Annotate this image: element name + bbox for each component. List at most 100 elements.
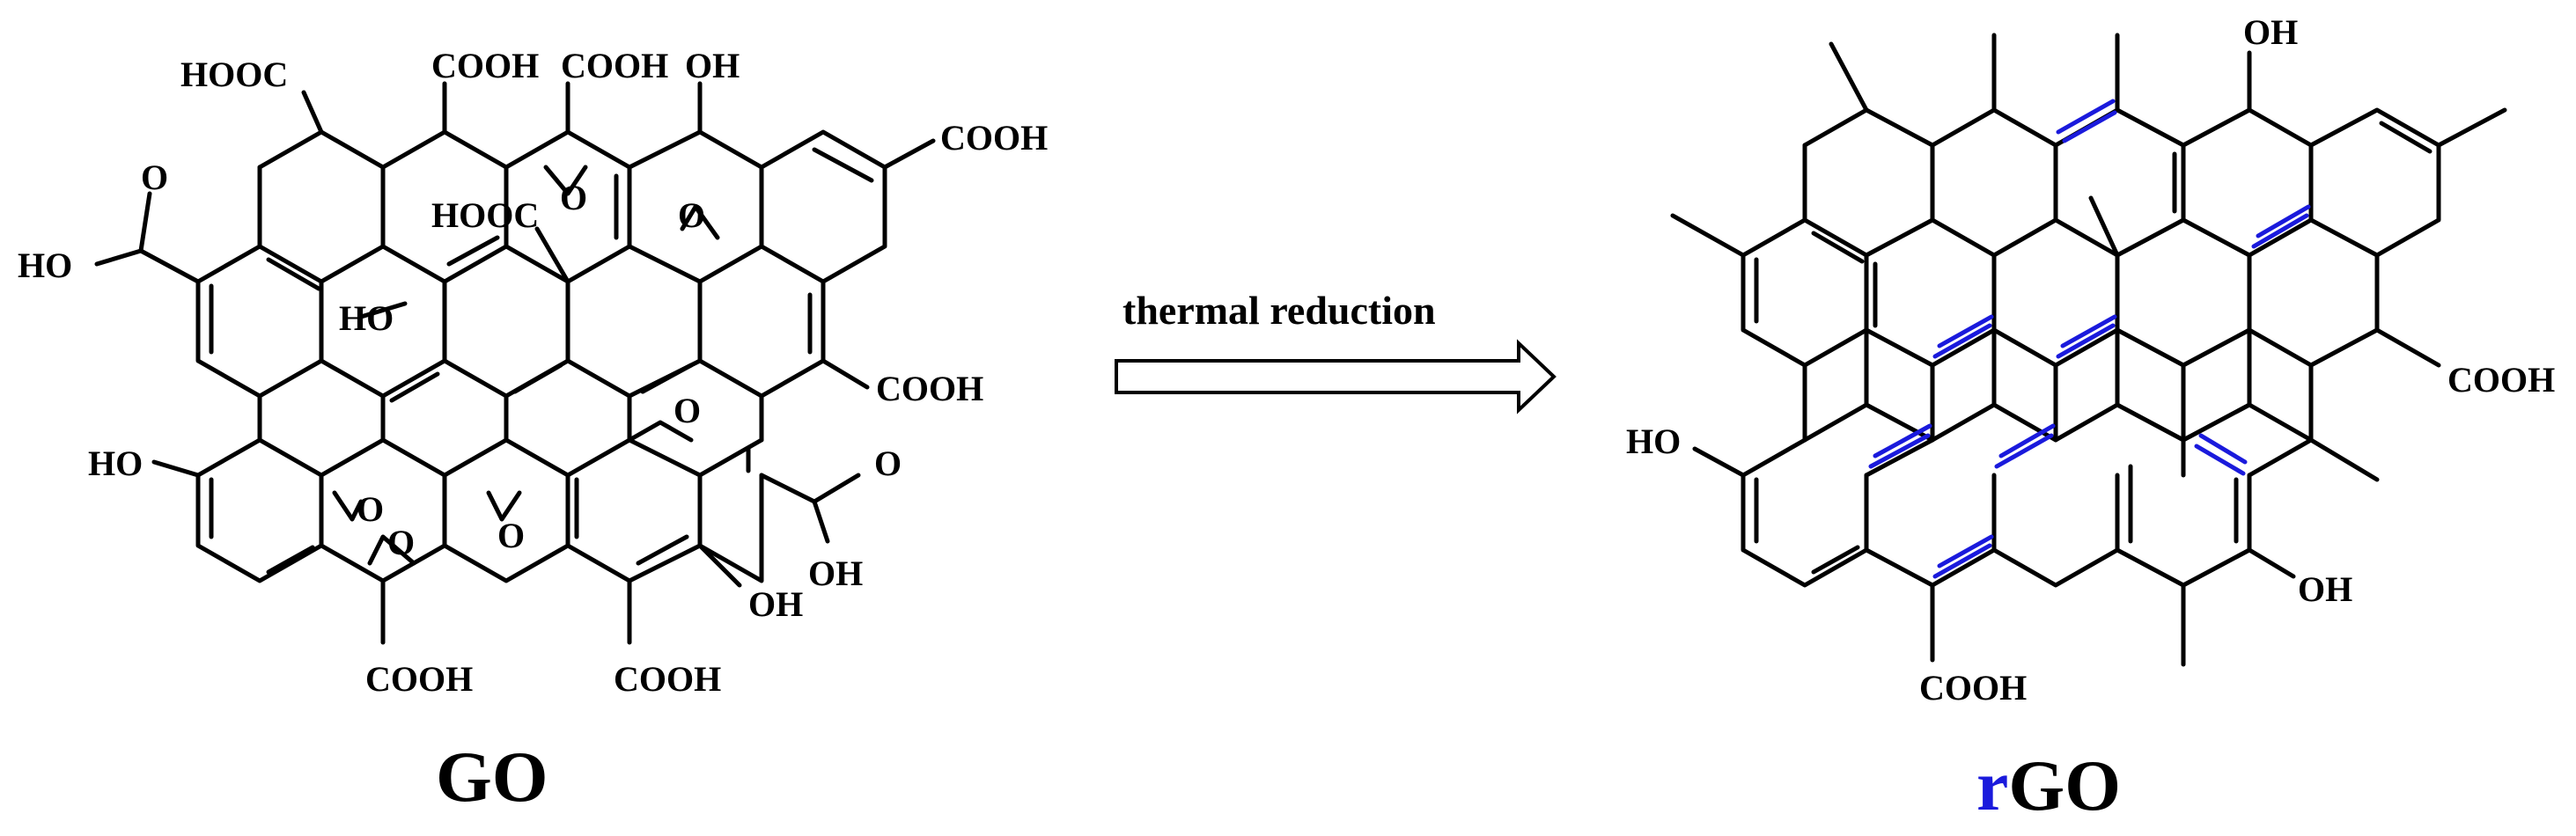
rgo-ring-bonds (1741, 217, 1807, 258)
restored-double-bond (1994, 433, 2054, 469)
go-group-labels: HOOC COOH COOH OH COOH O HO HOOC O O HO … (18, 46, 1048, 699)
go-substituent-bonds (138, 248, 201, 284)
go-group-label: COOH (940, 118, 1048, 158)
go-ring-bonds (195, 473, 764, 583)
restored-double-bond (1932, 323, 1992, 359)
restored-double-bond (2256, 204, 2311, 238)
go-double-bonds (389, 371, 440, 403)
go-epoxide-bonds (680, 204, 720, 240)
restored-double-bond (2194, 444, 2246, 476)
go-substituent-bonds (697, 543, 742, 588)
restored-double-bond (2060, 314, 2117, 348)
go-group-label: O (560, 178, 587, 217)
go-group-label: OH (685, 46, 740, 85)
rgo-ring-bonds (1864, 437, 1935, 478)
go-structure (94, 81, 936, 645)
rgo-group-label: OH (2243, 12, 2298, 52)
go-double-bonds (812, 147, 874, 183)
restored-double-bond (2056, 99, 2116, 135)
restored-double-bond (2251, 213, 2309, 249)
go-group-label: HO (18, 246, 72, 285)
rgo-ring-bonds (1741, 437, 1807, 478)
go-ring-bonds (195, 437, 764, 478)
rgo-ring-bonds (2247, 437, 2314, 478)
go-group-label: COOH (561, 46, 668, 85)
restored-double-bond (1932, 543, 1992, 579)
go-ring-bonds (257, 129, 887, 170)
rgo-group-label: COOH (2447, 360, 2555, 400)
rgo-double-bonds (2379, 121, 2432, 154)
rgo-substituent-bonds (1829, 41, 1869, 113)
go-double-bonds (266, 257, 321, 291)
go-substituent-bonds (812, 473, 861, 504)
rgo-title-suffix: GO (2008, 745, 2121, 825)
go-substituent-bonds (138, 191, 152, 253)
rgo-title-prefix: r (1976, 745, 2008, 825)
rgo-title: rGO (1976, 745, 2121, 825)
go-group-label: HO (339, 298, 394, 338)
rgo-substituent-bonds (1692, 446, 1746, 478)
go-substituent-bonds (94, 248, 144, 267)
go-group-label: HOOC (431, 195, 539, 235)
rgo-double-bonds (1811, 545, 1860, 575)
go-group-label: HOOC (180, 55, 288, 94)
go-ring-bonds (195, 279, 826, 399)
rgo-group-label: OH (2298, 569, 2352, 609)
rgo-substituent-bonds (2308, 437, 2380, 482)
rgo-group-labels: OH COOH HO OH COOH (1626, 12, 2555, 708)
arrow-label: thermal reduction (1122, 288, 1436, 333)
go-double-bonds (640, 363, 694, 394)
rgo-substituent-bonds (1670, 213, 1746, 258)
go-group-label: COOH (614, 659, 721, 699)
go-group-label: OH (808, 554, 863, 593)
go-double-bonds (446, 235, 500, 267)
go-group-label: O (497, 516, 525, 555)
restored-double-bond (1868, 433, 1931, 469)
go-double-bonds (266, 545, 315, 575)
go-substituent-bonds (358, 301, 408, 319)
restored-double-bond (2062, 110, 2117, 143)
go-group-label: OH (748, 584, 803, 624)
go-group-label: O (678, 195, 705, 235)
go-ring-bonds (195, 244, 262, 284)
reaction-arrow (1115, 339, 1557, 414)
go-substituent-bonds (821, 358, 870, 390)
restored-double-bond (1998, 423, 2056, 458)
go-epoxide-bonds (543, 165, 588, 196)
go-group-label: HO (88, 444, 143, 483)
go-epoxide-bonds (367, 534, 416, 566)
rgo-group-label: HO (1626, 422, 1681, 461)
rgo-substituent-bonds (2247, 547, 2296, 579)
go-epoxide-bonds (332, 490, 364, 522)
restored-double-bond (1937, 534, 1994, 568)
rgo-double-bonds (1811, 231, 1865, 264)
go-epoxide-bonds (627, 420, 694, 443)
restored-double-bond (1937, 314, 1994, 348)
rgo-ring-bonds (1802, 143, 2441, 258)
rgo-structure (1670, 33, 2507, 667)
go-substituent-bonds (301, 90, 324, 135)
rgo-group-label: COOH (1919, 668, 2027, 708)
go-substituent-bonds (759, 473, 817, 504)
restored-double-bond (2198, 433, 2248, 465)
rgo-substituent-bonds (2436, 107, 2507, 148)
rgo-restored-double-bonds (1868, 99, 2311, 579)
go-group-label: O (357, 489, 384, 529)
rgo-ring-bonds (1741, 253, 2380, 368)
go-title: GO (436, 737, 548, 817)
go-group-label: O (141, 158, 168, 197)
go-substituent-bonds (812, 499, 830, 544)
go-substituent-bonds (534, 226, 570, 284)
go-double-bonds (512, 363, 563, 394)
go-group-label: COOH (431, 46, 539, 85)
rgo-substituent-bonds (2088, 195, 2120, 258)
restored-double-bond (1873, 423, 1932, 458)
restored-double-bond (2056, 323, 2116, 359)
go-epoxide-bonds (486, 490, 522, 522)
go-group-label: O (387, 523, 415, 562)
go-substituent-bonds (151, 459, 201, 478)
go-group-label: O (874, 444, 902, 483)
go-group-label: O (673, 391, 701, 430)
